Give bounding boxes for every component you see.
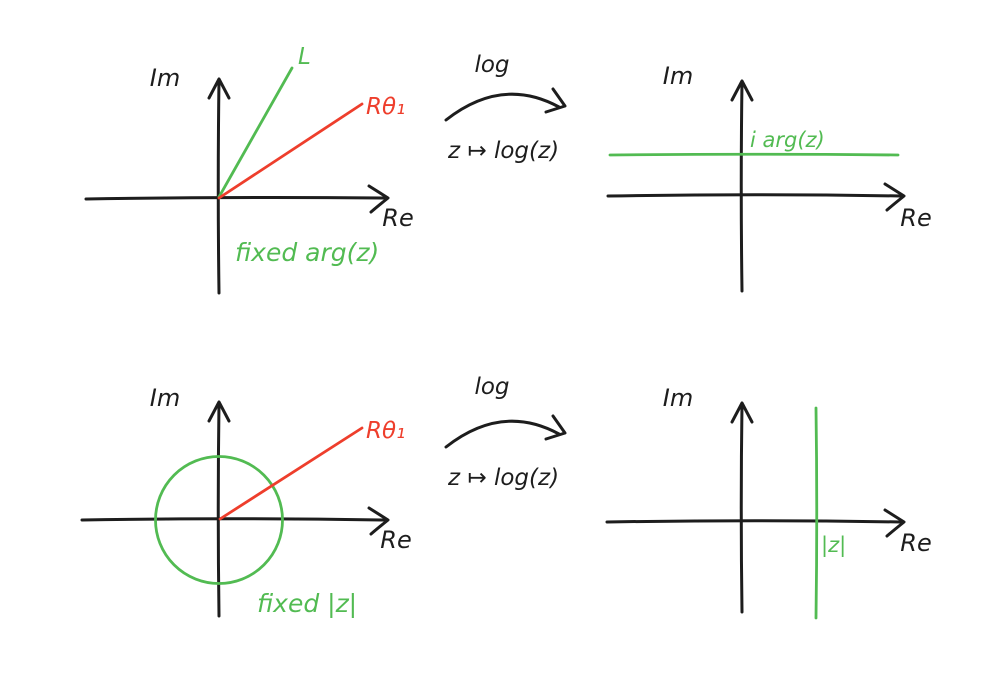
image-line-label: i arg(z) [750,128,825,152]
re-axis [605,519,903,524]
fixed-modulus-circle [154,455,284,585]
panel-top-right-w-plane: Im Re i arg(z) [606,62,932,293]
map-rule-label: z ↦ log(z) [447,138,559,164]
image-vertical-line [814,406,819,620]
im-axis-arrowhead-icon [730,79,754,102]
red-ray-label: Rθ₁ [366,418,405,444]
re-axis-arrowhead-icon [367,506,390,536]
map-name-label: log [474,374,509,400]
image-line-label: |z| [821,533,846,558]
re-axis-label: Re [900,529,931,557]
im-axis-label: Im [150,64,180,92]
map-arrowhead-icon [544,414,567,441]
map-arrow-bottom: log z ↦ log(z) [444,374,567,491]
im-axis-arrowhead-icon [730,401,754,424]
panel-bottom-right-w-plane: Im Re |z| [605,384,932,620]
red-ray-label: Rθ₁ [366,94,405,120]
fixed-modulus-caption: fixed |z| [257,589,357,618]
panel-bottom-left-z-plane: Im Re Rθ₁ fixed |z| [80,384,412,618]
map-name-label: log [474,52,509,78]
re-axis-arrowhead-icon [883,182,906,212]
green-ray-L [217,66,294,199]
re-axis-arrowhead-icon [883,508,906,538]
im-axis-label: Im [150,384,180,412]
im-axis-label: Im [663,62,693,90]
im-axis [739,80,744,293]
map-curved-arrow-icon [444,419,561,449]
fixed-arg-caption: fixed arg(z) [235,238,379,267]
panel-top-left-z-plane: Im Re L Rθ₁ fixed arg(z) [84,44,414,295]
re-axis-label: Re [382,204,413,232]
red-ray-R-theta1 [217,102,364,200]
re-axis-label: Re [900,204,931,232]
map-rule-label: z ↦ log(z) [447,465,559,491]
im-axis-label: Im [663,384,693,412]
map-curved-arrow-icon [444,92,561,122]
map-arrow-top: log z ↦ log(z) [444,52,567,164]
re-axis [80,517,386,522]
image-horizontal-line [608,152,900,157]
im-axis-arrowhead-icon [207,77,231,100]
red-ray-R-theta1 [218,426,364,521]
im-axis-arrowhead-icon [207,400,231,423]
map-arrowhead-icon [544,87,567,114]
green-ray-label: L [298,44,311,70]
im-axis [216,78,221,295]
re-axis-label: Re [380,526,411,554]
im-axis [216,401,221,618]
re-axis [84,195,386,201]
im-axis [739,402,744,614]
re-axis-arrowhead-icon [367,184,390,214]
re-axis [606,193,903,198]
